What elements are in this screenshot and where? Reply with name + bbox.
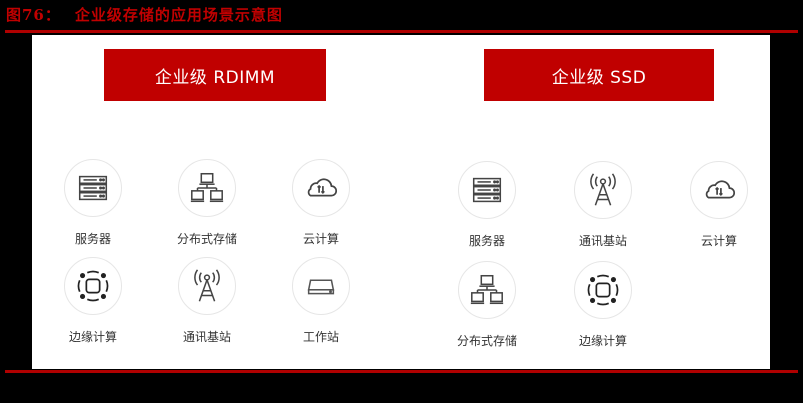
distributed-storage-icon bbox=[178, 159, 236, 217]
rdimm-item-workstation: 工作站 bbox=[266, 257, 376, 345]
rdimm-item-edge-computing: 边缘计算 bbox=[38, 257, 148, 345]
base-station-icon bbox=[178, 257, 236, 315]
distributed-storage-icon bbox=[458, 261, 516, 319]
item-label: 分布式存储 bbox=[176, 232, 237, 246]
server-icon bbox=[458, 161, 516, 219]
cloud-icon bbox=[292, 159, 350, 217]
top-divider bbox=[5, 30, 798, 33]
cloud-icon bbox=[690, 161, 748, 219]
bottom-divider bbox=[5, 370, 798, 373]
figure-title: 图76： 企业级存储的应用场景示意图 bbox=[6, 4, 283, 25]
ssd-banner: 企业级 SSD bbox=[484, 49, 714, 101]
item-label: 边缘计算 bbox=[68, 330, 117, 344]
ssd-item-server: 服务器 bbox=[432, 161, 542, 249]
ssd-item-base-station: 通讯基站 bbox=[548, 161, 658, 249]
rdimm-item-server: 服务器 bbox=[38, 159, 148, 247]
item-label: 服务器 bbox=[74, 232, 111, 246]
figure-number: 图76： bbox=[6, 6, 61, 24]
item-label: 通讯基站 bbox=[182, 330, 231, 344]
rdimm-banner: 企业级 RDIMM bbox=[104, 49, 326, 101]
rdimm-item-cloud: 云计算 bbox=[266, 159, 376, 247]
edge-computing-icon bbox=[64, 257, 122, 315]
ssd-item-distributed-storage: 分布式存储 bbox=[432, 261, 542, 349]
base-station-icon bbox=[574, 161, 632, 219]
item-label: 通讯基站 bbox=[578, 234, 627, 248]
item-label: 分布式存储 bbox=[456, 334, 517, 348]
ssd-item-edge-computing: 边缘计算 bbox=[548, 261, 658, 349]
item-label: 云计算 bbox=[302, 232, 339, 246]
item-label: 边缘计算 bbox=[578, 334, 627, 348]
item-label: 云计算 bbox=[700, 234, 737, 248]
edge-computing-icon bbox=[574, 261, 632, 319]
item-label: 服务器 bbox=[468, 234, 505, 248]
item-label: 工作站 bbox=[302, 330, 339, 344]
figure-caption: 企业级存储的应用场景示意图 bbox=[74, 6, 283, 24]
ssd-item-cloud: 云计算 bbox=[664, 161, 774, 249]
rdimm-item-base-station: 通讯基站 bbox=[152, 257, 262, 345]
workstation-icon bbox=[292, 257, 350, 315]
server-icon bbox=[64, 159, 122, 217]
rdimm-item-distributed-storage: 分布式存储 bbox=[152, 159, 262, 247]
diagram-panel: 企业级 RDIMM 服务器 分布式存储 bbox=[32, 35, 770, 369]
